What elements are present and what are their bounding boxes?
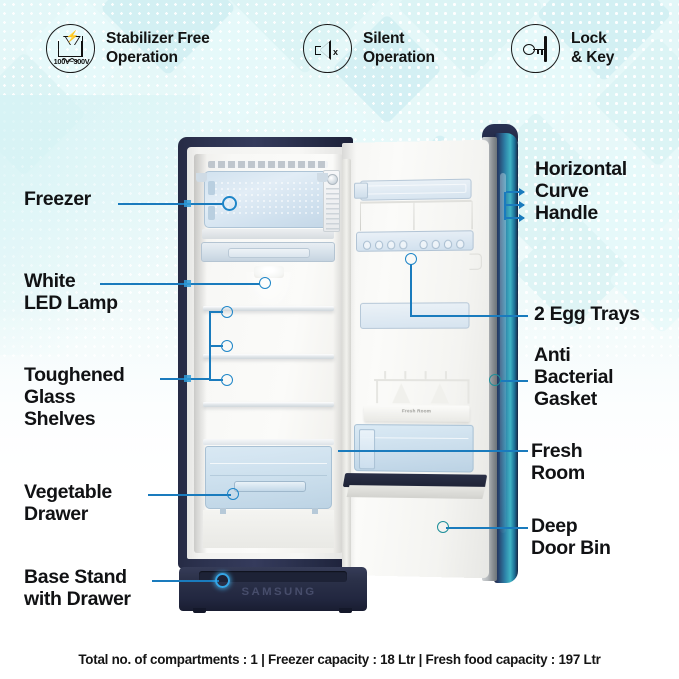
- stabilizer-voltage-text: 100V~300V: [53, 57, 90, 66]
- stabilizer-icon: ⚡ 100V~300V: [46, 24, 95, 73]
- feature-label-silent: Silent Operation: [363, 30, 435, 66]
- callout-label-fresh-room: Fresh Room: [531, 440, 585, 485]
- chiller-tray: [201, 242, 335, 262]
- vegetable-drawer-lid: [203, 439, 334, 445]
- lock-key-icon: [511, 24, 560, 73]
- temperature-control-panel: [323, 170, 340, 232]
- refrigerator-illustration: Fresh Room SAMSUNG: [178, 124, 518, 613]
- callout-line-deep-door-bin: [446, 527, 528, 529]
- door-bin-top: [360, 178, 472, 201]
- callout-line-white-led-lamp: [100, 283, 260, 285]
- callout-line-base-stand: [152, 580, 219, 582]
- callout-line-fresh-room: [338, 450, 528, 452]
- samsung-logo: SAMSUNG: [241, 586, 317, 598]
- chiller-hook-left: [196, 173, 207, 182]
- callout-branch-shelf-2: [209, 345, 223, 347]
- footer-spec-text: Total no. of compartments : 1 | Freezer …: [78, 652, 601, 667]
- feature-stabilizer-free-operation: ⚡ 100V~300V Stabilizer Free Operation: [46, 24, 210, 73]
- callout-dot-deep-door-bin: [437, 521, 449, 533]
- feature-silent-operation: x Silent Operation: [303, 24, 435, 73]
- callout-line-egg-trays-vertical: [410, 264, 412, 317]
- callout-label-anti-bacterial-gasket: Anti Bacterial Gasket: [534, 344, 614, 411]
- feature-lock-and-key: Lock & Key: [511, 24, 614, 73]
- callout-dot-shelf-1: [221, 306, 233, 318]
- door-bottle-holder: [469, 253, 482, 270]
- callout-line-vegetable-drawer: [148, 494, 231, 496]
- muted-speaker-icon: x: [303, 24, 352, 73]
- callout-label-deep-door-bin: Deep Door Bin: [531, 515, 611, 560]
- callout-branch-shelf-1: [209, 311, 223, 313]
- vegetable-drawer: [205, 446, 332, 514]
- refrigerator-door: Fresh Room: [342, 124, 518, 583]
- feature-label-stabilizer: Stabilizer Free Operation: [106, 30, 210, 66]
- callout-marker-white-led-lamp: [184, 280, 191, 287]
- callout-dot-freezer: [222, 196, 237, 211]
- callout-dot-gasket: [489, 374, 501, 386]
- temperature-dial-icon: [326, 174, 338, 185]
- callout-dot-vegetable-drawer: [227, 488, 239, 500]
- freezer-vent-strip: [208, 161, 328, 168]
- callout-label-white-led-lamp: White LED Lamp: [24, 270, 118, 315]
- door-exterior-panel: [494, 133, 518, 583]
- deep-door-bin: [353, 424, 474, 473]
- callout-label-toughened-glass-shelves: Toughened Glass Shelves: [24, 364, 125, 431]
- glass-shelf-3: [203, 402, 334, 407]
- egg-trays: [356, 230, 474, 252]
- fresh-room-hooks: [382, 371, 461, 380]
- fridge-cavity: [194, 154, 343, 553]
- callout-line-freezer: [118, 203, 223, 205]
- white-led-lamp: [254, 266, 284, 278]
- feature-label-lock: Lock & Key: [571, 30, 615, 66]
- callout-marker-shelves: [184, 375, 191, 382]
- fresh-room-badge: Fresh Room: [401, 408, 432, 414]
- callout-dot-shelf-2: [221, 340, 233, 352]
- callout-line-gasket: [500, 380, 528, 382]
- base-stand-with-drawer: SAMSUNG: [179, 567, 367, 613]
- door-bin-top-cap: [353, 182, 369, 199]
- callout-line-egg-trays: [410, 315, 528, 317]
- callout-label-base-stand: Base Stand with Drawer: [24, 566, 131, 611]
- door-interior-panel: Fresh Room: [342, 139, 490, 579]
- feature-header: ⚡ 100V~300V Stabilizer Free Operation x: [0, 0, 679, 106]
- callout-branch-shelf-3: [209, 379, 223, 381]
- callout-dot-egg-trays: [405, 253, 417, 265]
- anti-bacterial-gasket: [342, 158, 351, 578]
- footer-spec-bar: Total no. of compartments : 1 | Freezer …: [0, 640, 679, 679]
- chiller-hook-right: [317, 173, 328, 182]
- callout-dot-base-stand: [215, 573, 230, 588]
- base-drawer-slot: [199, 571, 347, 582]
- cavity-floor: [203, 510, 334, 548]
- glass-shelf-1: [203, 306, 334, 311]
- callout-dot-shelf-3: [221, 374, 233, 386]
- freezer-base: [202, 229, 334, 239]
- callout-marker-freezer: [184, 200, 191, 207]
- callout-label-horizontal-curve-handle: Horizontal Curve Handle: [535, 158, 627, 225]
- glass-shelf-2: [203, 354, 334, 359]
- callout-label-2-egg-trays: 2 Egg Trays: [534, 303, 640, 325]
- callout-label-freezer: Freezer: [24, 188, 91, 210]
- callout-arrows-handle: [500, 188, 530, 225]
- callout-label-vegetable-drawer: Vegetable Drawer: [24, 481, 112, 526]
- callout-dot-white-led-lamp: [259, 277, 271, 289]
